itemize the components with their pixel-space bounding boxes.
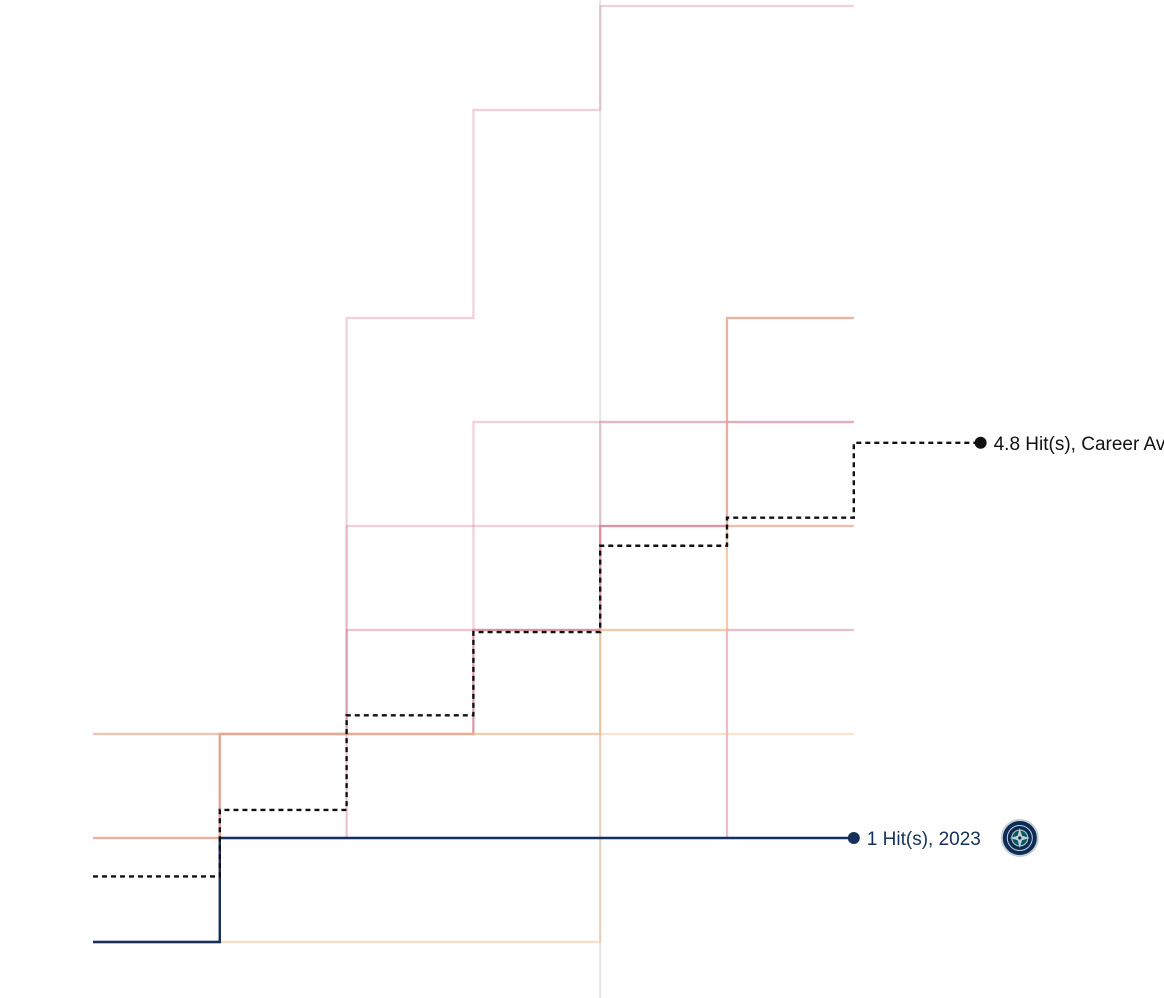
average-endpoint-marker <box>974 436 987 449</box>
current-season-line <box>93 836 854 944</box>
background-season-line-9 <box>93 316 854 840</box>
career-average-line <box>93 441 981 878</box>
background-season-line-5 <box>93 316 854 840</box>
background-series-group <box>93 4 854 944</box>
team-logo-icon <box>1000 819 1039 857</box>
average-label: 4.8 Hit(s), Career Average <box>994 434 1164 455</box>
current-season-label: 1 Hit(s), 2023 <box>867 829 981 850</box>
highlight-series-group <box>93 441 981 944</box>
background-season-line-10 <box>93 524 854 944</box>
current-endpoint-marker <box>847 832 860 844</box>
